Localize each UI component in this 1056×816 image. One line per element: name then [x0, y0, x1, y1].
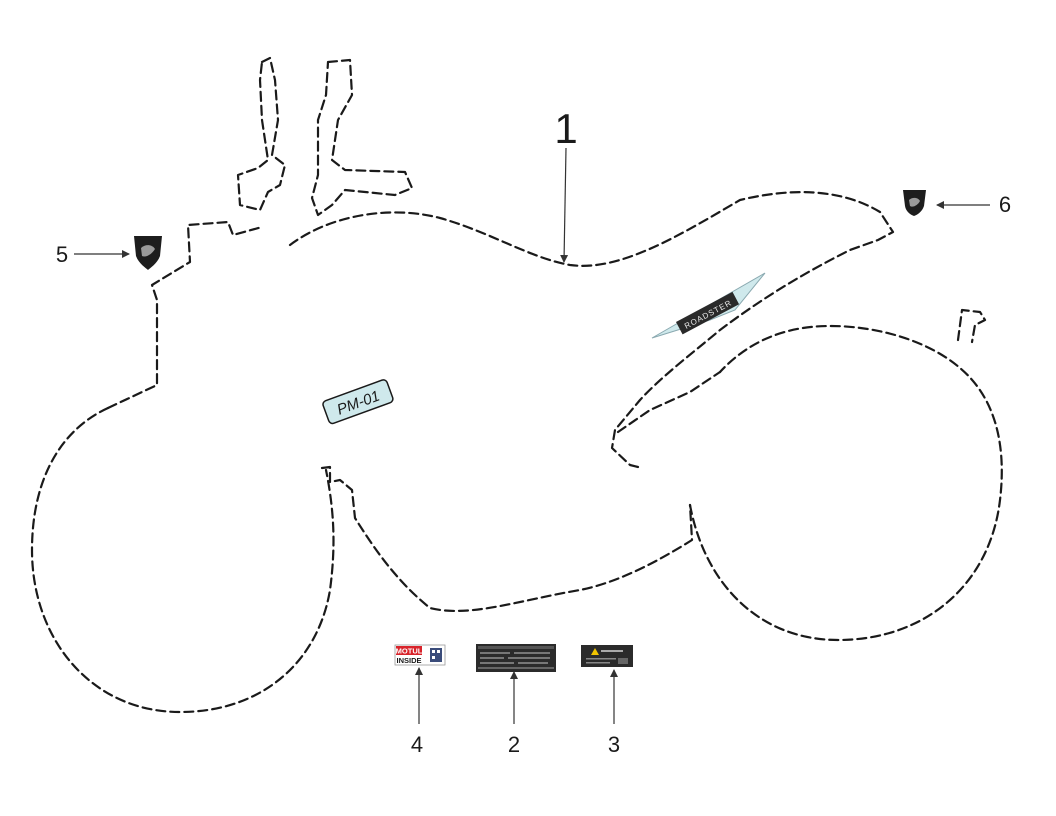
rear-wheel-outline: [688, 324, 1003, 642]
callout-6: 6: [999, 192, 1011, 217]
motorcycle-outline: [30, 56, 1003, 714]
spec-label-sticker: [476, 644, 556, 672]
callout-2: 2: [508, 732, 520, 757]
roadster-badge: ROADSTER: [651, 272, 766, 339]
leader-lines: [74, 147, 990, 724]
motul-inside-text: INSIDE: [396, 656, 421, 665]
callout-5: 5: [56, 242, 68, 267]
handlebar-left-outline: [236, 56, 287, 212]
handlebar-right-outline: [310, 58, 414, 217]
warning-label-sticker: [581, 645, 633, 667]
emblem-left: [134, 236, 162, 270]
pm01-badge: PM-01: [322, 379, 394, 425]
frame-outline: [320, 465, 694, 612]
motul-brand-text: MOTUL: [396, 647, 423, 656]
emblem-right: [903, 190, 926, 216]
front-wheel-outline: [30, 406, 335, 714]
lion-head-icon: [909, 197, 920, 207]
body-outline: [106, 191, 895, 469]
callout-1: 1: [554, 105, 577, 152]
callout-3: 3: [608, 732, 620, 757]
leader-line-1: [560, 147, 569, 263]
warning-triangle-icon: [591, 648, 599, 655]
lion-head-icon: [141, 245, 155, 257]
qr-code-icon: [430, 648, 442, 662]
motul-sticker: MOTUL INSIDE: [394, 644, 446, 666]
callout-4: 4: [411, 732, 423, 757]
subframe-outline: [616, 308, 987, 434]
